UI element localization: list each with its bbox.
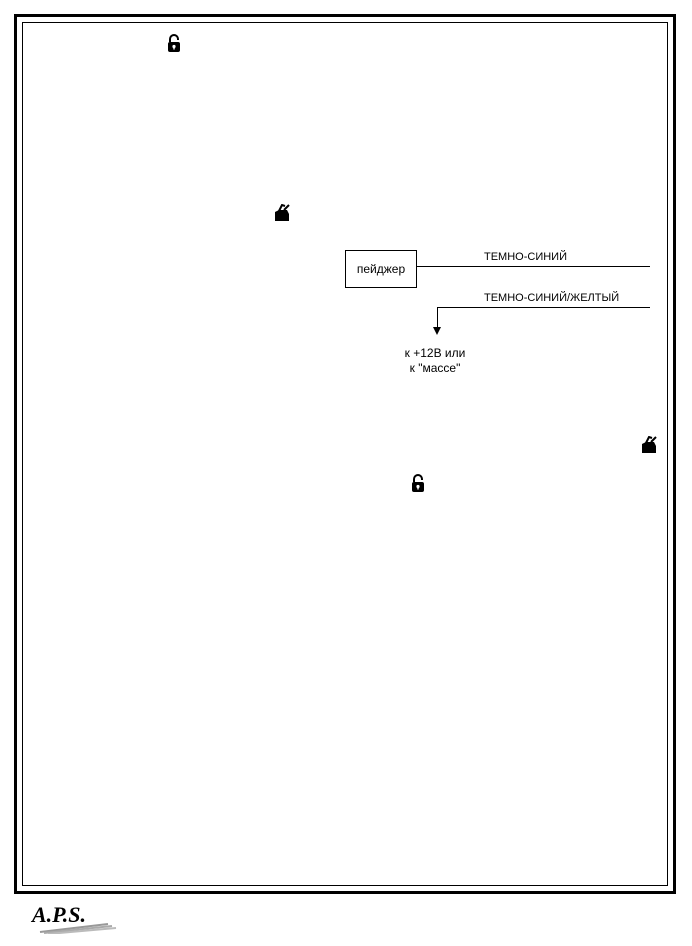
page-inner-frame bbox=[22, 22, 668, 886]
padlock-open-icon bbox=[166, 34, 182, 52]
connection-note-line1: к +12В или bbox=[404, 346, 466, 360]
connection-note: к +12В или к "массе" bbox=[380, 344, 490, 388]
aps-logo: A.P.S. bbox=[28, 902, 118, 936]
arrow-down-icon bbox=[433, 327, 441, 335]
wire-dark-blue-label: ТЕМНО-СИНИЙ bbox=[484, 251, 567, 263]
logo-text: A.P.S. bbox=[32, 902, 87, 927]
page-frame bbox=[14, 14, 676, 894]
wire-dark-blue-yellow-drop bbox=[437, 307, 438, 329]
wire-dark-blue-yellow-label: ТЕМНО-СИНИЙ/ЖЕЛТЫЙ bbox=[484, 292, 620, 304]
connection-note-line2: к "массе" bbox=[409, 361, 461, 375]
car-trunk-icon bbox=[273, 204, 291, 222]
car-trunk-icon bbox=[640, 436, 658, 454]
pager-device-box: пейджер bbox=[345, 250, 417, 288]
pager-device-label: пейджер bbox=[356, 262, 406, 276]
wire-dark-blue-yellow bbox=[437, 307, 650, 308]
padlock-open-icon bbox=[410, 474, 426, 492]
logo-stripes-icon bbox=[39, 923, 117, 934]
wire-dark-blue bbox=[417, 266, 650, 267]
